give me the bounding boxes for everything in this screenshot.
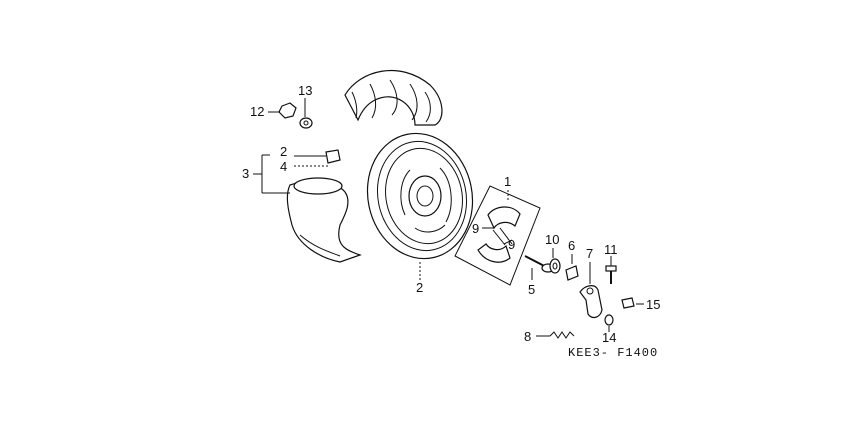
callout-4: 4 <box>280 159 287 174</box>
callout-1: 1 <box>504 174 511 189</box>
pin-15 <box>621 297 635 309</box>
callout-14: 14 <box>602 330 616 345</box>
nut-12 <box>278 102 297 119</box>
callout-13: 13 <box>298 83 312 98</box>
callout-2-upper: 2 <box>280 144 287 159</box>
callout-10: 10 <box>545 232 559 247</box>
callout-9-left: 9 <box>472 221 479 236</box>
diagram-code: KEE3- F1400 <box>568 346 658 360</box>
callout-15: 15 <box>646 297 660 312</box>
brake-arm <box>579 285 603 319</box>
callout-7: 7 <box>586 246 593 261</box>
seal-ring <box>549 258 561 274</box>
brake-panel <box>454 185 541 286</box>
wheel-rim <box>366 132 474 260</box>
tire-upper <box>344 70 443 126</box>
valve-stem <box>325 149 341 164</box>
inner-tube <box>286 177 362 263</box>
bolt-11 <box>605 265 617 284</box>
callout-12: 12 <box>250 104 264 119</box>
callout-2-lower: 2 <box>416 280 423 295</box>
callout-11: 11 <box>604 242 618 257</box>
callout-6: 6 <box>568 238 575 253</box>
callout-8: 8 <box>524 329 531 344</box>
wear-indicator <box>565 265 579 281</box>
callout-3: 3 <box>242 166 249 181</box>
washer-13 <box>299 117 313 129</box>
leader-lines <box>253 98 644 337</box>
callout-5: 5 <box>528 282 535 297</box>
callout-9-right: 9 <box>508 237 515 252</box>
spring-8 <box>549 331 575 339</box>
washer-14 <box>604 314 614 326</box>
